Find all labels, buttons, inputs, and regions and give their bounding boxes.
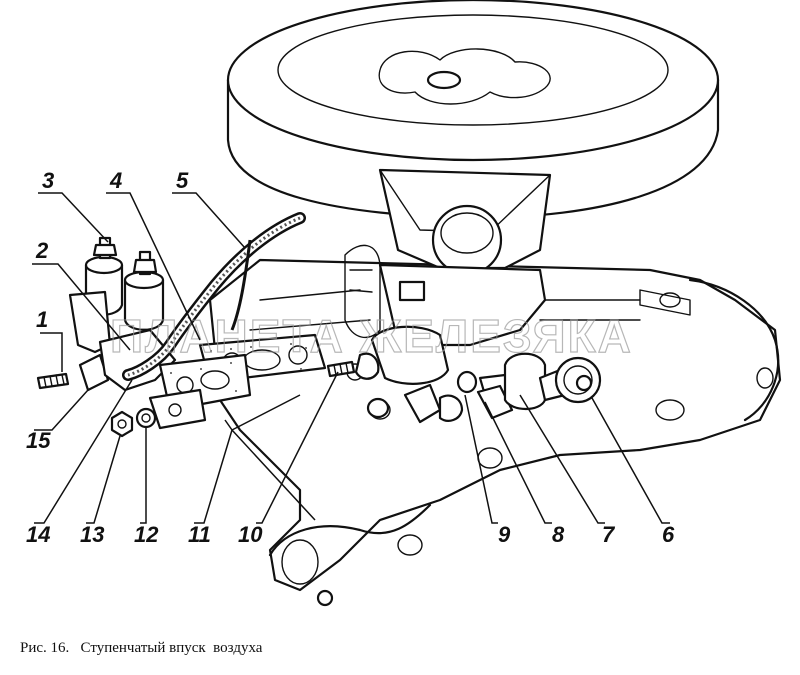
air-valve-assembly [456, 352, 602, 420]
callout-10: 10 [238, 522, 263, 547]
figure-caption: Рис. 16. Ступенчатый впуск воздуха [20, 640, 263, 656]
vacuum-hose [122, 212, 306, 381]
callout-2: 2 [35, 238, 49, 263]
intake-manifold [208, 258, 782, 607]
callout-9: 9 [498, 522, 511, 547]
callout-12: 12 [134, 522, 159, 547]
callout-8: 8 [552, 522, 565, 547]
callout-1: 1 [36, 307, 48, 332]
fasteners [36, 360, 356, 438]
callout-5: 5 [176, 168, 189, 193]
gasket-plates [148, 333, 327, 430]
leader-lines [32, 192, 670, 524]
carburetor-body [344, 244, 547, 424]
callout-13: 13 [80, 522, 104, 547]
callout-6: 6 [662, 522, 675, 547]
solenoid-valves [68, 236, 177, 392]
air-filter-housing [226, 0, 720, 276]
callout-14: 14 [26, 522, 50, 547]
callout-4: 4 [109, 168, 122, 193]
callout-11: 11 [188, 522, 211, 547]
callout-15: 15 [26, 428, 51, 453]
callout-labels: 1 2 3 4 5 6 7 8 9 10 11 12 13 14 15 [26, 168, 675, 547]
callout-3: 3 [42, 168, 54, 193]
watermark: ПЛАНЕТА ЖЕЛЕЗЯКА [110, 310, 633, 362]
callout-7: 7 [602, 522, 616, 547]
